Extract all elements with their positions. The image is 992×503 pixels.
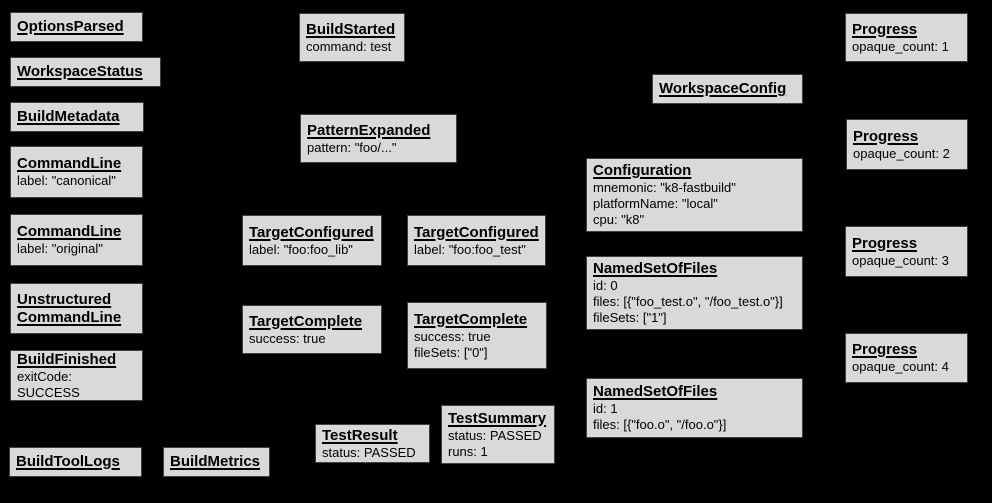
event-node-title: BuildStarted [306, 20, 396, 38]
node-target-complete-foo-test: TargetComplete success: true fileSets: [… [407, 302, 547, 369]
node-test-result: TestResult status: PASSED [315, 424, 430, 463]
node-workspace-status: WorkspaceStatus [10, 57, 161, 87]
node-named-set-of-files-0: NamedSetOfFiles id: 0 files: [{"foo_test… [586, 256, 803, 330]
event-node-body: exitCode: SUCCESS [17, 368, 80, 400]
event-node-body: success: true fileSets: ["0"] [414, 328, 491, 360]
node-build-metrics: BuildMetrics [163, 447, 270, 477]
node-command-line-canonical: CommandLine label: "canonical" [10, 146, 143, 198]
event-node-title: TargetConfigured [249, 223, 374, 241]
event-node-title: BuildToolLogs [16, 453, 120, 470]
event-node-title: CommandLine [17, 223, 122, 240]
node-named-set-of-files-1: NamedSetOfFiles id: 1 files: [{"foo.o", … [586, 378, 803, 438]
event-node-body: opaque_count: 4 [852, 359, 949, 374]
event-node-body: mnemonic: "k8-fastbuild" platformName: "… [593, 180, 736, 227]
event-node-title: BuildFinished [17, 350, 117, 368]
node-build-tool-logs: BuildToolLogs [9, 447, 142, 477]
event-node-body: id: 1 files: [{"foo.o", "/foo.o"}] [593, 401, 727, 432]
node-workspace-config: WorkspaceConfig [652, 74, 803, 104]
event-node-title: NamedSetOfFiles [593, 260, 718, 277]
event-node-title: TargetComplete [249, 312, 363, 330]
event-node-title: BuildMetrics [170, 453, 261, 470]
event-node-body: opaque_count: 1 [852, 38, 949, 54]
node-target-configured-foo-test: TargetConfigured label: "foo:foo_test" [407, 215, 546, 266]
event-node-title: WorkspaceStatus [17, 63, 143, 80]
node-unstructured-command-line: Unstructured CommandLine [10, 283, 143, 334]
node-progress-2: Progress opaque_count: 2 [846, 119, 968, 170]
event-node-title: Configuration [593, 162, 692, 179]
node-options-parsed: OptionsParsed [10, 12, 143, 42]
node-target-complete-foo-lib: TargetComplete success: true [242, 305, 382, 354]
event-node-body: id: 0 files: [{"foo_test.o", "/foo_test.… [593, 278, 783, 325]
event-node-title: Unstructured CommandLine [17, 290, 122, 326]
event-node-title: Progress [853, 127, 919, 145]
node-progress-3: Progress opaque_count: 3 [845, 226, 968, 277]
event-node-title: WorkspaceConfig [659, 80, 787, 97]
event-node-body: pattern: "foo/..." [307, 139, 397, 155]
event-node-body: label: "foo:foo_test" [414, 241, 526, 257]
event-node-title: TestResult [322, 426, 398, 444]
event-node-title: Progress [852, 20, 918, 38]
event-node-title: NamedSetOfFiles [593, 383, 718, 400]
event-node-title: BuildMetadata [17, 108, 120, 125]
event-node-title: OptionsParsed [17, 18, 124, 35]
node-test-summary: TestSummary status: PASSED runs: 1 [441, 405, 555, 464]
node-progress-4: Progress opaque_count: 4 [845, 333, 968, 383]
node-target-configured-foo-lib: TargetConfigured label: "foo:foo_lib" [242, 215, 382, 266]
event-node-title: TargetComplete [414, 310, 528, 328]
event-node-title: Progress [852, 234, 918, 252]
event-node-body: status: PASSED [322, 444, 416, 460]
node-command-line-original: CommandLine label: "original" [10, 214, 143, 266]
node-build-started: BuildStarted command: test [299, 13, 405, 62]
event-node-title: CommandLine [17, 155, 122, 172]
event-node-body: opaque_count: 2 [853, 145, 950, 161]
event-node-body: label: "canonical" [17, 173, 116, 188]
node-progress-1: Progress opaque_count: 1 [845, 13, 968, 62]
event-node-body: opaque_count: 3 [852, 252, 949, 268]
event-node-title: TestSummary [448, 409, 547, 427]
event-node-body: status: PASSED runs: 1 [448, 427, 542, 459]
event-node-body: label: "foo:foo_lib" [249, 241, 353, 257]
event-node-body: label: "original" [17, 241, 103, 256]
event-node-body: success: true [249, 330, 326, 346]
node-build-metadata: BuildMetadata [10, 102, 144, 132]
event-node-title: TargetConfigured [414, 223, 539, 241]
event-node-title: Progress [852, 341, 918, 358]
node-configuration: Configuration mnemonic: "k8-fastbuild" p… [586, 158, 803, 232]
event-node-title: PatternExpanded [307, 121, 431, 139]
node-build-finished: BuildFinished exitCode: SUCCESS [10, 350, 143, 401]
event-node-body: command: test [306, 38, 392, 54]
node-pattern-expanded: PatternExpanded pattern: "foo/..." [300, 114, 457, 163]
